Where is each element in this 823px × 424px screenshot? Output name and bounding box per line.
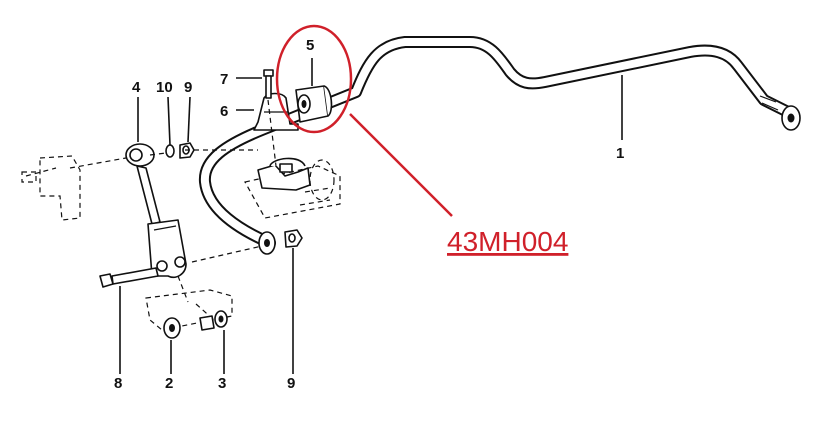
- callout-highlight-ellipse: [275, 24, 353, 134]
- label-part-10: 10: [156, 79, 173, 96]
- stabilizer-bar: [198, 36, 801, 255]
- leader-lines: [119, 58, 623, 374]
- label-part-5: 5: [306, 37, 314, 54]
- callout-leader-line: [349, 113, 453, 217]
- callout-part-number: 43MH004: [447, 226, 568, 257]
- stabilizer-bushing: [295, 85, 333, 123]
- label-part-9-lower: 9: [287, 375, 295, 392]
- label-part-8: 8: [114, 375, 122, 392]
- lower-washer: [199, 315, 215, 331]
- stabilizer-link: [125, 143, 189, 303]
- label-part-2: 2: [165, 375, 173, 392]
- label-part-3: 3: [218, 375, 226, 392]
- part-callout: 43MH004: [275, 24, 568, 257]
- label-part-9-upper: 9: [184, 79, 192, 96]
- through-bolt: [99, 267, 159, 288]
- label-part-1: 1: [616, 145, 624, 162]
- lower-bushing: [163, 317, 181, 339]
- part-labels: 1 2 3 4 5 6 7 8 9 9 10: [114, 37, 624, 392]
- bar-end-nut: [284, 229, 303, 248]
- upper-washer: [165, 144, 175, 158]
- label-part-6: 6: [220, 103, 228, 120]
- left-mount-bracket: [21, 155, 127, 221]
- frame-bracket: [244, 157, 341, 219]
- label-part-4: 4: [132, 79, 141, 96]
- lower-nut: [214, 310, 228, 328]
- clamp-bolt: [263, 69, 277, 167]
- label-part-7: 7: [220, 71, 228, 88]
